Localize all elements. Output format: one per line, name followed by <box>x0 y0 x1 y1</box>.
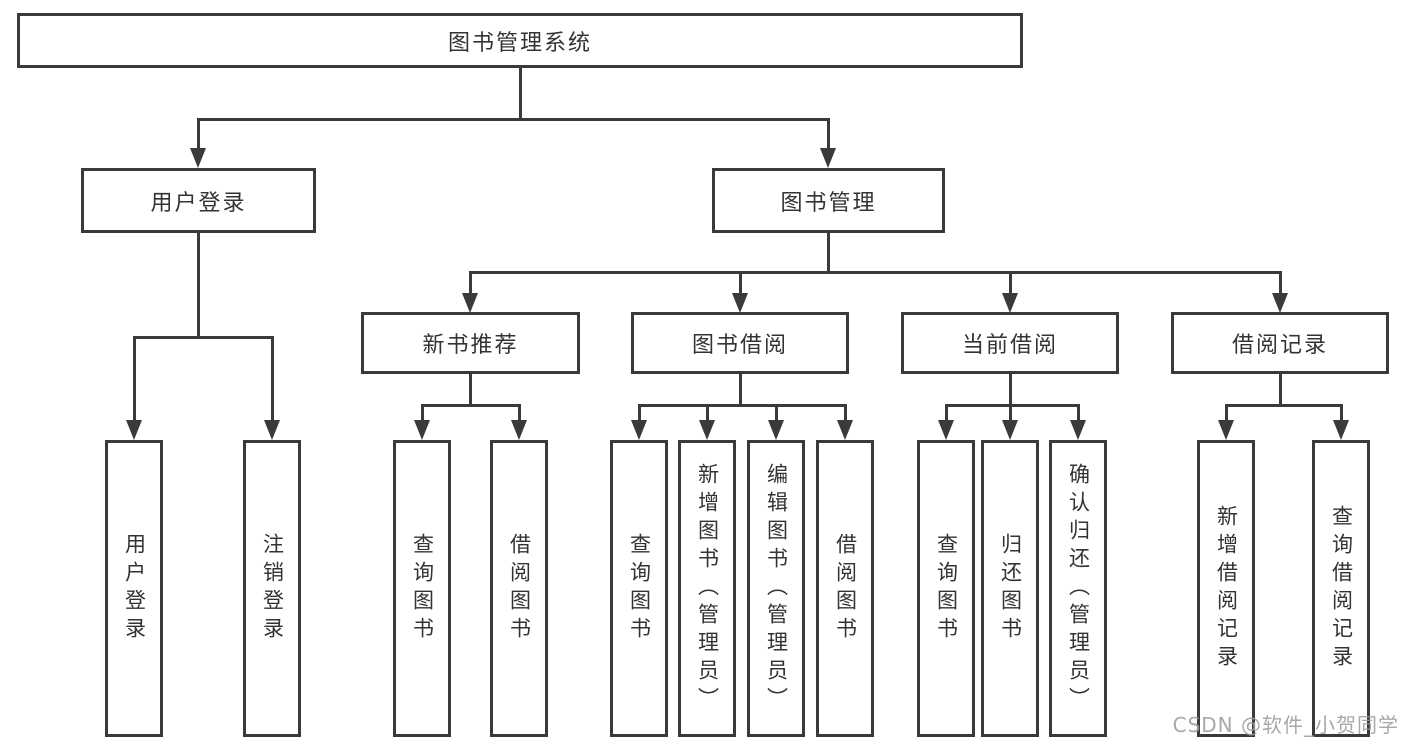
edge-arrow-records-query <box>1333 404 1349 440</box>
edge-line-root-trunk <box>519 68 522 118</box>
edge-line-borrowing-trunk <box>739 374 742 407</box>
edge-arrow-to-book-management <box>820 118 836 168</box>
leaf-label: 新增图书（管理员） <box>695 462 720 715</box>
leaf-label: 编辑图书（管理员） <box>764 462 789 715</box>
edge-arrow-to-new-book-recommendation <box>462 271 478 313</box>
node-new-book-recommendation: 新书推荐 <box>361 312 580 374</box>
edge-line-level2-split <box>469 271 1282 274</box>
edge-arrow-to-current-borrowing <box>1002 271 1018 313</box>
node-label: 图书借阅 <box>691 333 788 358</box>
node-user-login: 用户登录 <box>81 168 316 233</box>
edge-arrow-to-user-login <box>190 118 206 168</box>
edge-line-recommend-split <box>421 404 521 407</box>
node-label: 图书管理 <box>780 190 877 216</box>
edge-arrow-borrowing-edit <box>768 404 784 440</box>
edge-arrow-current-return <box>1002 404 1018 440</box>
edge-arrow-current-query <box>938 404 954 440</box>
edge-line-user-login-trunk <box>197 233 200 339</box>
leaf-label: 借阅图书 <box>507 532 532 645</box>
edge-arrow-to-leaf-logout <box>264 336 280 440</box>
leaf-add-books-admin: 新增图书（管理员） <box>678 440 736 737</box>
node-borrowing-records: 借阅记录 <box>1171 312 1389 374</box>
edge-line-book-mgmt-trunk <box>827 233 830 274</box>
leaf-label: 新增借阅记录 <box>1214 504 1239 673</box>
leaf-add-borrow-record: 新增借阅记录 <box>1197 440 1255 737</box>
leaf-edit-books-admin: 编辑图书（管理员） <box>747 440 805 737</box>
edge-arrow-recommend-borrow <box>511 404 527 440</box>
leaf-borrow-books-recommend: 借阅图书 <box>490 440 548 737</box>
edge-arrow-borrowing-borrow <box>837 404 853 440</box>
leaf-label: 查询图书 <box>627 532 652 645</box>
edge-line-current-split <box>945 404 1080 407</box>
edge-arrow-recommend-query <box>414 404 430 440</box>
node-current-borrowing: 当前借阅 <box>901 312 1119 374</box>
edge-arrow-current-confirm <box>1070 404 1086 440</box>
edge-line-user-login-split <box>133 336 274 339</box>
leaf-label: 归还图书 <box>998 532 1023 645</box>
leaf-label: 查询图书 <box>410 532 435 645</box>
leaf-user-login: 用户登录 <box>105 440 163 737</box>
node-book-management: 图书管理 <box>712 168 945 233</box>
node-label: 借阅记录 <box>1231 333 1328 358</box>
leaf-logout-login: 注销登录 <box>243 440 301 737</box>
edge-arrow-borrowing-query <box>631 404 647 440</box>
edge-arrow-to-leaf-user-login <box>126 336 142 440</box>
edge-line-records-split <box>1225 404 1343 407</box>
node-book-borrowing: 图书借阅 <box>631 312 849 374</box>
leaf-query-books-borrowing: 查询图书 <box>610 440 668 737</box>
leaf-label: 用户登录 <box>122 532 147 645</box>
edge-arrow-to-borrowing-records <box>1272 271 1288 313</box>
edge-arrow-records-add <box>1218 404 1234 440</box>
node-label: 当前借阅 <box>961 333 1058 358</box>
leaf-label: 借阅图书 <box>833 532 858 645</box>
edge-arrow-to-book-borrowing <box>732 271 748 313</box>
leaf-label: 查询图书 <box>934 532 959 645</box>
leaf-query-books-recommend: 查询图书 <box>393 440 451 737</box>
leaf-query-borrow-record: 查询借阅记录 <box>1312 440 1370 737</box>
node-label: 新书推荐 <box>422 333 519 358</box>
leaf-label: 确认归还（管理员） <box>1066 462 1091 715</box>
watermark-csdn: CSDN @软件_小贺同学 <box>1172 713 1399 737</box>
edge-line-borrowing-split <box>638 404 847 407</box>
node-library-management-system: 图书管理系统 <box>17 13 1023 68</box>
leaf-label: 查询借阅记录 <box>1329 504 1354 673</box>
edge-arrow-borrowing-add <box>699 404 715 440</box>
node-label: 图书管理系统 <box>447 30 592 56</box>
edge-line-level1-split <box>197 118 830 121</box>
leaf-label: 注销登录 <box>260 532 285 645</box>
edge-line-records-trunk <box>1279 374 1282 407</box>
node-label: 用户登录 <box>150 190 247 216</box>
edge-line-recommend-trunk <box>469 374 472 407</box>
leaf-borrow-books-borrowing: 借阅图书 <box>816 440 874 737</box>
leaf-confirm-return-admin: 确认归还（管理员） <box>1049 440 1107 737</box>
leaf-return-books: 归还图书 <box>981 440 1039 737</box>
leaf-query-books-current: 查询图书 <box>917 440 975 737</box>
edge-line-current-trunk <box>1009 374 1012 407</box>
